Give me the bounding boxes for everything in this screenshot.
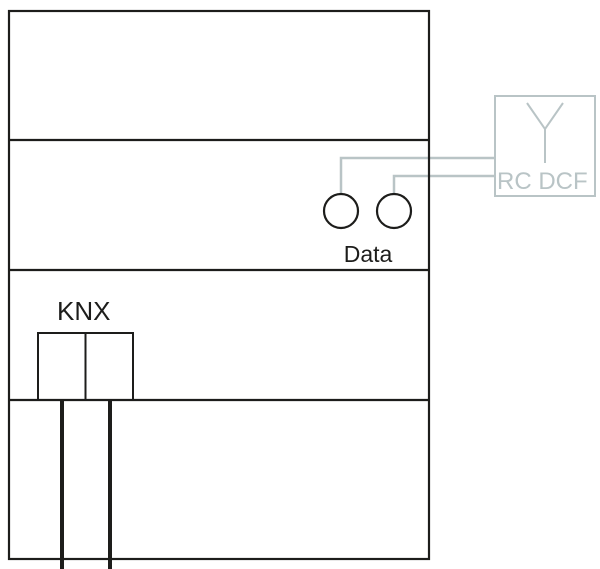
antenna-icon — [526, 102, 564, 163]
rc-dcf-module: RC DCF — [339, 95, 596, 197]
data-terminal-group: Data — [322, 192, 413, 267]
antenna-connection-wire-right — [392, 174, 495, 195]
data-label: Data — [344, 241, 393, 267]
knx-terminal-group: KNX — [37, 296, 134, 569]
device-body — [7, 9, 431, 561]
knx-label: KNX — [57, 296, 110, 326]
data-terminal-left — [322, 192, 360, 230]
rc-dcf-box — [494, 95, 596, 197]
rc-dcf-label: RC DCF — [497, 168, 588, 195]
antenna-connection-wire-left — [339, 156, 495, 195]
device-outline — [7, 9, 431, 561]
data-terminal-right — [375, 192, 413, 230]
